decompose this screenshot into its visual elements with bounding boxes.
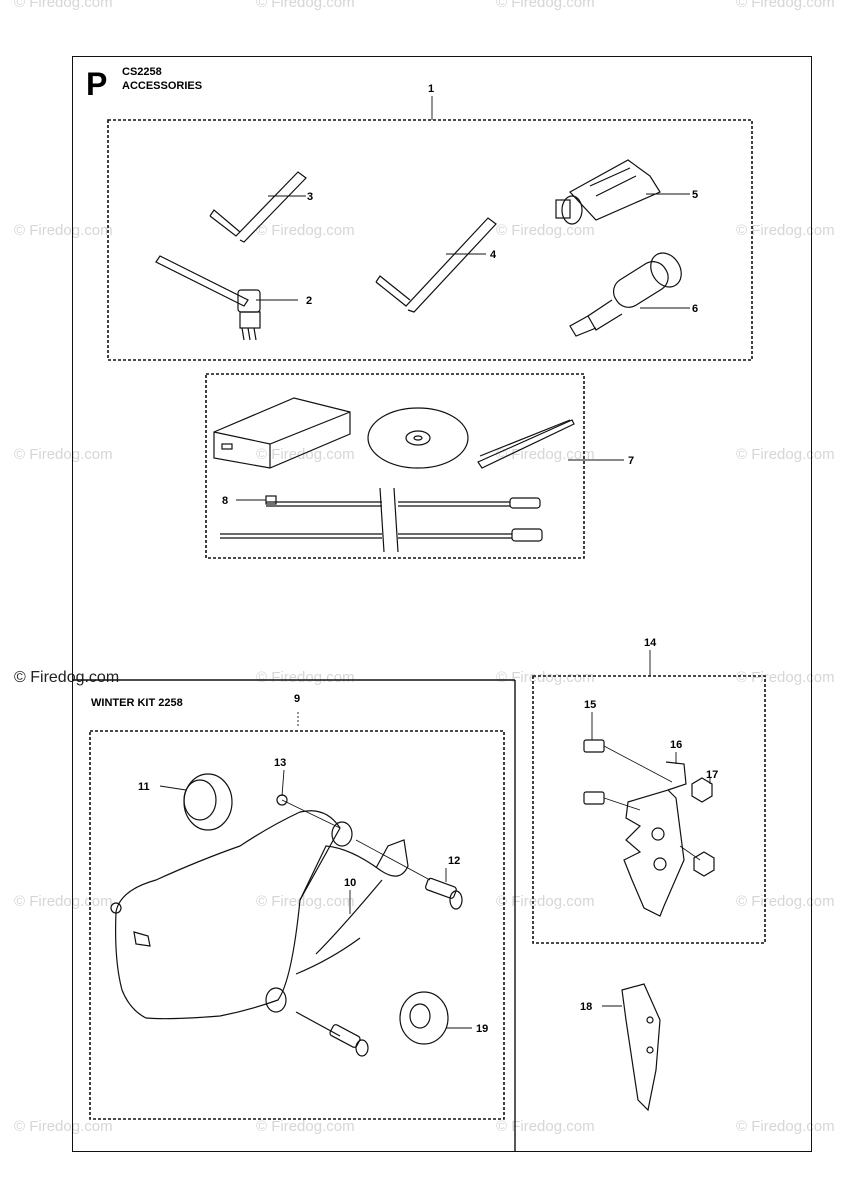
watermark: © Firedog.com [736,893,835,910]
callout-9: 9 [294,693,300,705]
callout-4: 4 [490,249,497,261]
callout-10: 10 [344,877,356,889]
section-title: ACCESSORIES [122,80,203,92]
watermark: © Firedog.com [14,0,113,11]
bracket-bolt-lower [583,791,641,811]
model-number: CS2258 [122,66,162,78]
winter-cover-plate [115,810,361,1020]
watermark: © Firedog.com [736,669,835,686]
watermark: © Firedog.com [14,893,113,910]
callout-6: 6 [692,303,698,315]
callout-13: 13 [274,757,286,769]
diagram-frame [72,56,812,1152]
callout-19: 19 [476,1023,488,1035]
callout-15: 15 [584,699,596,711]
accessory-group-box [107,119,753,361]
allen-key-small [209,171,307,243]
callout-3: 3 [307,191,313,203]
service-kit-box [205,373,585,559]
allen-key-large [375,217,497,313]
watermark: © Firedog.com [496,0,595,11]
callout-12: 12 [448,855,460,867]
watermark: © Firedog.com [256,1118,355,1135]
bracket-bolt-15 [583,739,673,783]
hex-nut-lower [693,851,715,877]
grease-tube [555,159,661,225]
callout-16: 16 [670,739,682,751]
watermark: © Firedog.com [496,893,595,910]
winter-kit-box [89,730,505,1120]
nozzle-tool [569,252,682,337]
cover-bolt-12 [425,877,463,910]
damper-washer-19 [399,991,449,1045]
winter-kit-title: WINTER KIT 2258 [91,697,183,709]
felling-dog-bracket-16 [623,761,701,917]
software-cd [367,407,469,469]
watermark: © Firedog.com [496,1118,595,1135]
watermark: © Firedog.com [256,893,355,910]
watermark: © Firedog.com [14,1118,113,1135]
watermark: © Firedog.com [496,446,595,463]
callout-11: 11 [138,781,150,793]
watermark: © Firedog.com [256,222,355,239]
tweezers [477,419,575,469]
watermark: © Firedog.com [736,446,835,463]
o-ring-left [110,902,122,914]
watermark: © Firedog.com [256,0,355,11]
watermark: © Firedog.com [14,669,120,686]
bracket-kit-box [532,675,766,944]
service-cables [220,487,543,553]
grommet-spacer [331,821,353,847]
watermark: © Firedog.com [14,222,113,239]
air-intake-plug [183,773,233,831]
page-letter: P [86,66,108,102]
watermark: © Firedog.com [496,222,595,239]
callout-8: 8 [222,495,228,507]
leader-lines [159,96,711,1029]
watermark: © Firedog.com [256,446,355,463]
callout-5: 5 [692,189,698,201]
cover-tab-10 [299,839,409,955]
watermark: © Firedog.com [736,1118,835,1135]
combination-wrench [155,255,261,341]
winter-screw [265,987,369,1057]
service-box [213,397,351,469]
hex-nut-17 [691,777,713,803]
callout-2: 2 [306,295,312,307]
watermark: © Firedog.com [256,669,355,686]
callout-7: 7 [628,455,634,467]
watermark: © Firedog.com [736,222,835,239]
watermark: © Firedog.com [736,0,835,11]
callout-18: 18 [580,1001,592,1013]
watermark: © Firedog.com [496,669,595,686]
bumper-spike-18 [621,983,661,1112]
watermark: © Firedog.com [14,446,113,463]
callout-17: 17 [706,769,718,781]
callout-1: 1 [428,83,434,95]
callout-14: 14 [644,637,657,649]
